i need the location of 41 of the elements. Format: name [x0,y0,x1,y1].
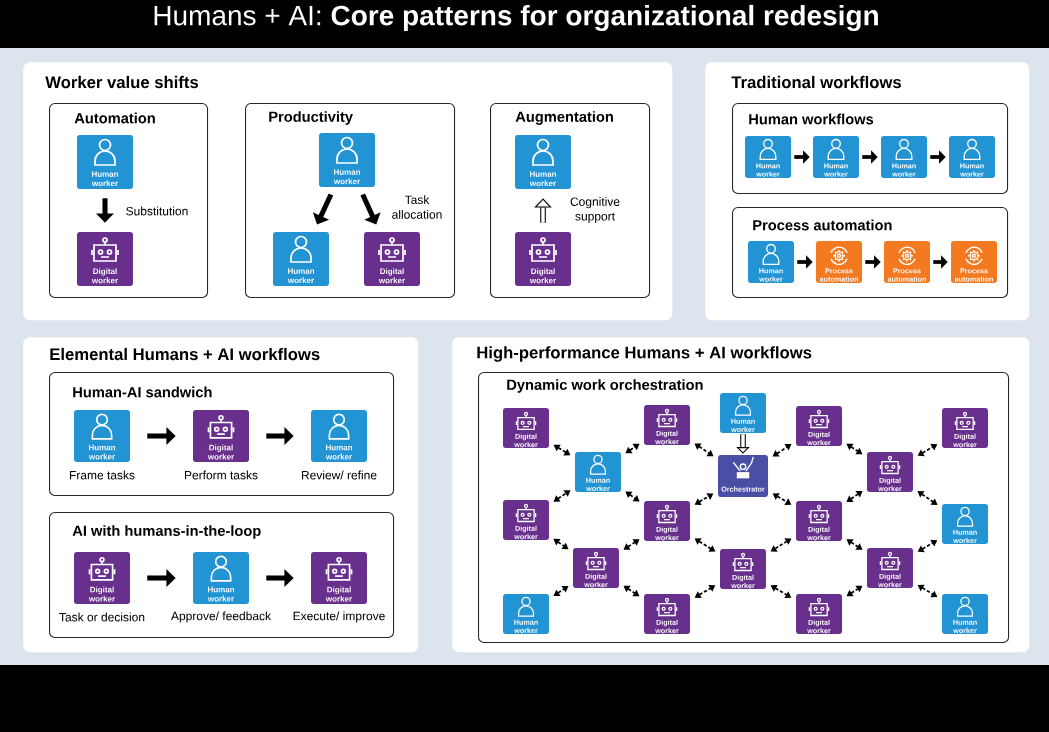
step-caption: Perform tasks [185,470,258,480]
arrow [846,490,863,503]
edge-label: Cognitive support [557,195,633,225]
worker-tile: Human worker [515,135,571,189]
worker-tile: Human worker [319,133,375,187]
step-caption: Frame tasks [70,470,135,480]
worker-tile: Digital worker [364,232,420,286]
arrow [623,539,640,550]
arrow [360,193,381,225]
title: Humans + AI: Core patterns for organizational redesign [0,0,1049,48]
arrow [770,538,792,552]
arrow [846,443,863,455]
arrow [917,491,938,505]
edge-label: Substitution [124,205,190,217]
edge-label: Task allocation [382,193,452,221]
arrow [623,585,640,597]
arrow [694,443,714,457]
step-caption: Task or decision [59,612,145,622]
arrow [846,585,863,597]
worker-tile: Human worker [273,232,329,286]
worker-tile: Human worker [74,410,130,462]
arrow [553,538,569,550]
step-caption: Execute/ improve [293,611,385,623]
arrow [846,539,863,550]
worker-tile: Human worker [193,552,249,604]
step-caption: Review/ refine [301,470,377,480]
step-caption: Approve/ feedback [171,611,272,623]
arrow [625,491,640,502]
worker-tile: Digital worker [311,552,367,604]
worker-tile: Human worker [311,410,367,462]
worker-tile: Digital worker [193,410,249,462]
arrow [694,538,716,552]
arrow [534,198,552,223]
arrow [625,443,640,454]
arrow [553,490,571,502]
worker-tile: Digital worker [515,232,571,286]
arrow [772,444,792,457]
worker-tile: Human worker [77,135,133,189]
arrow [553,586,569,596]
worker-tile: Digital worker [77,232,133,286]
worker-tile: Digital worker [74,552,130,604]
